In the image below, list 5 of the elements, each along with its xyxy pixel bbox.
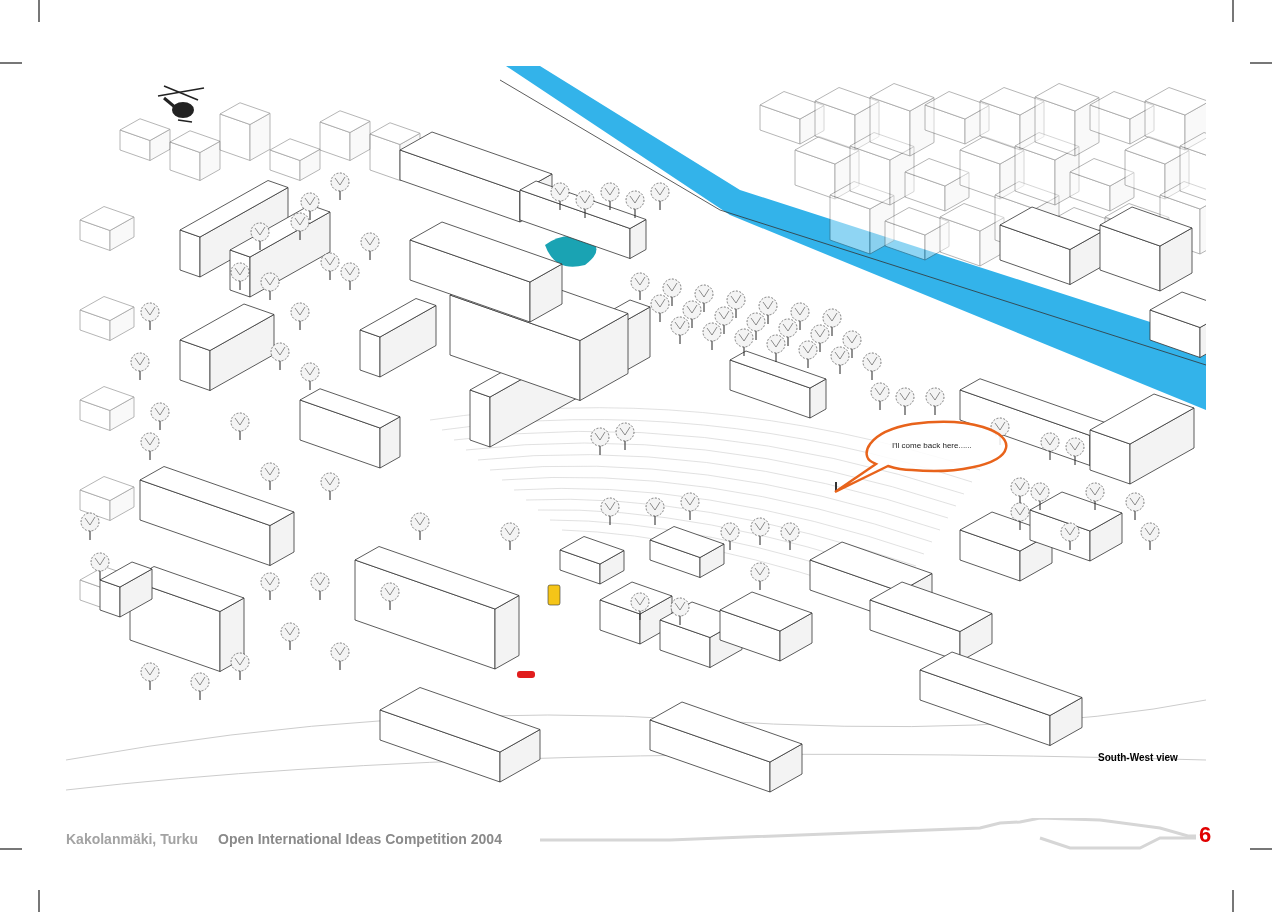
project-title: Kakolanmäki, Turku xyxy=(66,830,198,849)
view-caption: South-West view xyxy=(1098,751,1178,765)
competition-title: Open International Ideas Competition 2004 xyxy=(218,830,502,849)
speech-text: I'll come back here...... xyxy=(892,440,972,452)
page-number: 6 xyxy=(1199,824,1212,846)
